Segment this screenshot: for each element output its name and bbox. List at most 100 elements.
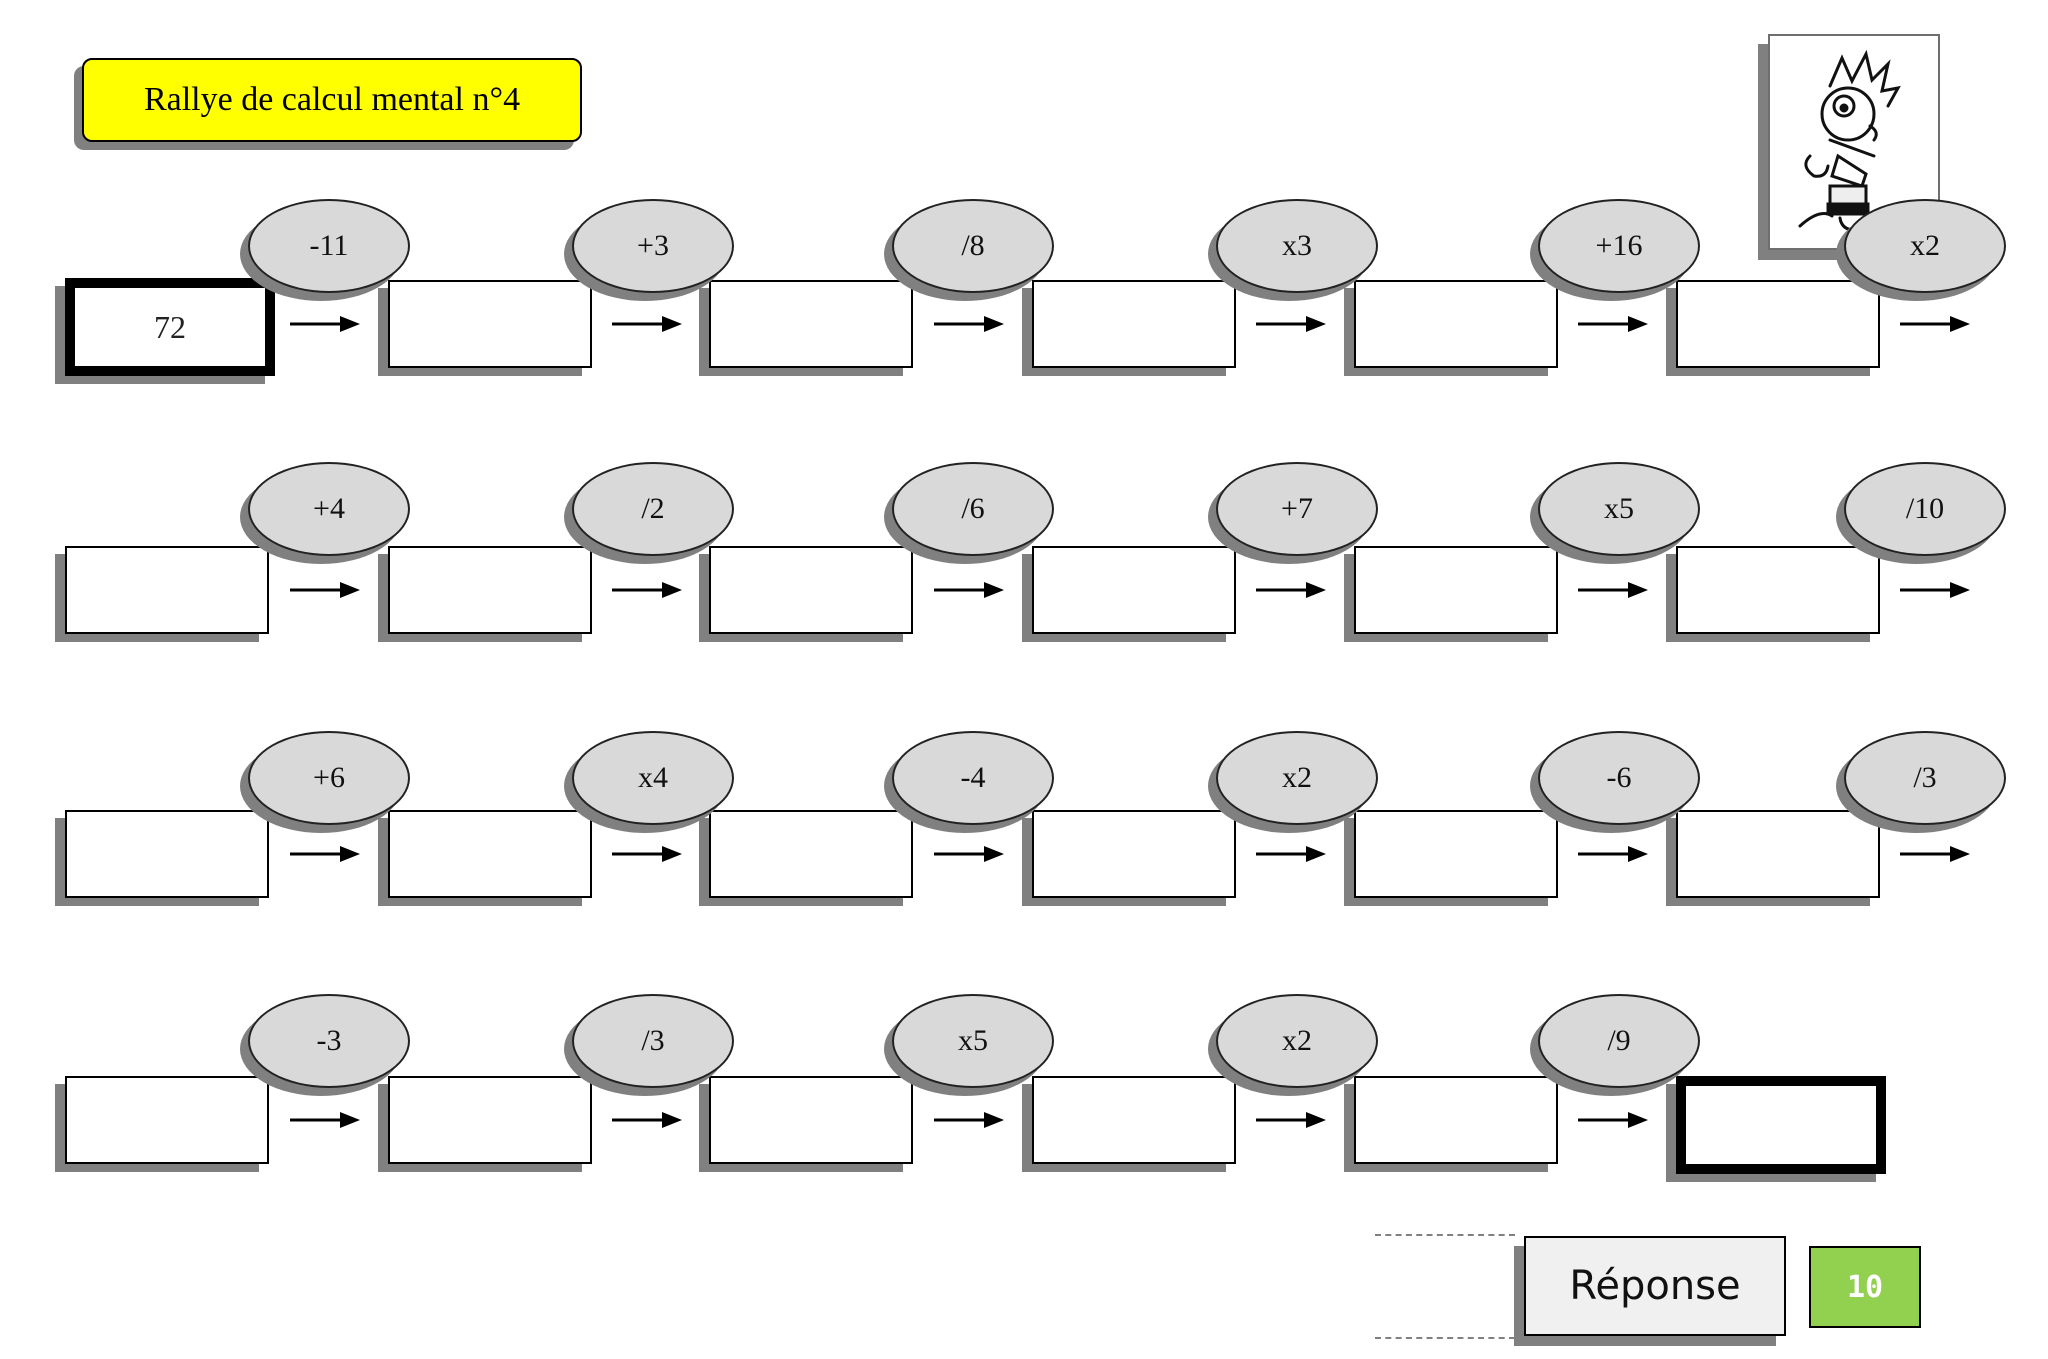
operation-bubble: /3 bbox=[1844, 731, 2006, 825]
operation-bubble: x4 bbox=[572, 731, 734, 825]
operation-bubble: +3 bbox=[572, 199, 734, 293]
answer-cell[interactable] bbox=[388, 810, 592, 898]
operation-label: +6 bbox=[313, 761, 345, 794]
arrow-right-icon bbox=[1900, 314, 1970, 334]
operation-label: x5 bbox=[958, 1024, 988, 1057]
arrow-right-icon bbox=[934, 844, 1004, 864]
title-banner: Rallye de calcul mental n°4 bbox=[82, 58, 582, 142]
page-title: Rallye de calcul mental n°4 bbox=[143, 81, 521, 118]
answer-cell[interactable] bbox=[1032, 280, 1236, 368]
answer-cell[interactable] bbox=[65, 546, 269, 634]
operation-bubble: /8 bbox=[892, 199, 1054, 293]
answer-cell[interactable] bbox=[388, 546, 592, 634]
operation-label: +4 bbox=[313, 492, 345, 525]
operation-bubble: -3 bbox=[248, 994, 410, 1088]
answer-cell[interactable] bbox=[1354, 546, 1558, 634]
start-value-cell: 72 bbox=[65, 278, 275, 376]
cell-value: 72 bbox=[154, 308, 186, 345]
operation-label: -11 bbox=[309, 229, 349, 262]
operation-label: /3 bbox=[1913, 761, 1937, 794]
answer-cell[interactable] bbox=[1354, 280, 1558, 368]
dashed-line-top bbox=[1375, 1234, 1515, 1236]
answer-cell[interactable] bbox=[1676, 546, 1880, 634]
operation-bubble: +6 bbox=[248, 731, 410, 825]
operation-bubble: x2 bbox=[1216, 731, 1378, 825]
operation-bubble: x2 bbox=[1216, 994, 1378, 1088]
operation-label: -6 bbox=[1606, 761, 1632, 794]
operation-bubble: -4 bbox=[892, 731, 1054, 825]
operation-bubble: x3 bbox=[1216, 199, 1378, 293]
answer-cell[interactable] bbox=[709, 810, 913, 898]
answer-cell[interactable] bbox=[1676, 280, 1880, 368]
answer-cell[interactable] bbox=[388, 1076, 592, 1164]
arrow-right-icon bbox=[1256, 844, 1326, 864]
operation-bubble: +16 bbox=[1538, 199, 1700, 293]
arrow-right-icon bbox=[612, 844, 682, 864]
arrow-right-icon bbox=[1256, 1110, 1326, 1130]
answer-cell[interactable] bbox=[709, 546, 913, 634]
operation-bubble: x5 bbox=[892, 994, 1054, 1088]
operation-bubble: -6 bbox=[1538, 731, 1700, 825]
operation-label: x2 bbox=[1282, 761, 1312, 794]
operation-label: x5 bbox=[1604, 492, 1634, 525]
operation-label: -4 bbox=[960, 761, 986, 794]
arrow-right-icon bbox=[612, 580, 682, 600]
arrow-right-icon bbox=[1256, 314, 1326, 334]
operation-label: /10 bbox=[1905, 492, 1945, 525]
operation-label: /9 bbox=[1607, 1024, 1631, 1057]
arrow-right-icon bbox=[1578, 314, 1648, 334]
operation-label: /6 bbox=[961, 492, 985, 525]
operation-label: +16 bbox=[1595, 229, 1643, 262]
operation-label: /8 bbox=[961, 229, 985, 262]
arrow-right-icon bbox=[1578, 580, 1648, 600]
answer-cell[interactable] bbox=[1354, 1076, 1558, 1164]
answer-button-label: Réponse bbox=[1569, 1263, 1741, 1309]
arrow-right-icon bbox=[934, 580, 1004, 600]
operation-bubble: /9 bbox=[1538, 994, 1700, 1088]
arrow-right-icon bbox=[1578, 844, 1648, 864]
answer-cell[interactable] bbox=[1032, 810, 1236, 898]
arrow-right-icon bbox=[290, 580, 360, 600]
operation-bubble: /2 bbox=[572, 462, 734, 556]
arrow-right-icon bbox=[290, 1110, 360, 1130]
answer-cell[interactable] bbox=[1032, 546, 1236, 634]
answer-cell[interactable] bbox=[388, 280, 592, 368]
operation-bubble: /10 bbox=[1844, 462, 2006, 556]
answer-button[interactable]: Réponse bbox=[1524, 1236, 1786, 1336]
answer-cell[interactable] bbox=[1676, 810, 1880, 898]
arrow-right-icon bbox=[290, 844, 360, 864]
arrow-right-icon bbox=[612, 314, 682, 334]
operation-bubble: /6 bbox=[892, 462, 1054, 556]
operation-bubble: /3 bbox=[572, 994, 734, 1088]
operation-bubble: -11 bbox=[248, 199, 410, 293]
operation-label: x2 bbox=[1282, 1024, 1312, 1057]
dashed-line-bottom bbox=[1375, 1337, 1515, 1339]
arrow-right-icon bbox=[1578, 1110, 1648, 1130]
operation-bubble: +4 bbox=[248, 462, 410, 556]
answer-cell[interactable] bbox=[709, 1076, 913, 1164]
operation-bubble: x5 bbox=[1538, 462, 1700, 556]
arrow-right-icon bbox=[934, 314, 1004, 334]
arrow-right-icon bbox=[1900, 844, 1970, 864]
operation-label: /3 bbox=[641, 1024, 665, 1057]
arrow-right-icon bbox=[1900, 580, 1970, 600]
answer-cell[interactable] bbox=[709, 280, 913, 368]
arrow-right-icon bbox=[290, 314, 360, 334]
illustration-frame bbox=[1768, 34, 1940, 250]
operation-bubble: x2 bbox=[1844, 199, 2006, 293]
operation-label: +7 bbox=[1281, 492, 1313, 525]
operation-label: x2 bbox=[1910, 229, 1940, 262]
score-badge: 10 bbox=[1809, 1246, 1921, 1328]
operation-label: x3 bbox=[1282, 229, 1312, 262]
answer-cell[interactable] bbox=[1354, 810, 1558, 898]
operation-label: x4 bbox=[638, 761, 668, 794]
answer-cell[interactable] bbox=[1032, 1076, 1236, 1164]
arrow-right-icon bbox=[934, 1110, 1004, 1130]
arrow-right-icon bbox=[612, 1110, 682, 1130]
answer-cell[interactable] bbox=[65, 810, 269, 898]
operation-label: /2 bbox=[641, 492, 665, 525]
final-answer-cell[interactable] bbox=[1676, 1076, 1886, 1174]
score-value: 10 bbox=[1846, 1269, 1884, 1305]
answer-cell[interactable] bbox=[65, 1076, 269, 1164]
operation-label: +3 bbox=[637, 229, 669, 262]
